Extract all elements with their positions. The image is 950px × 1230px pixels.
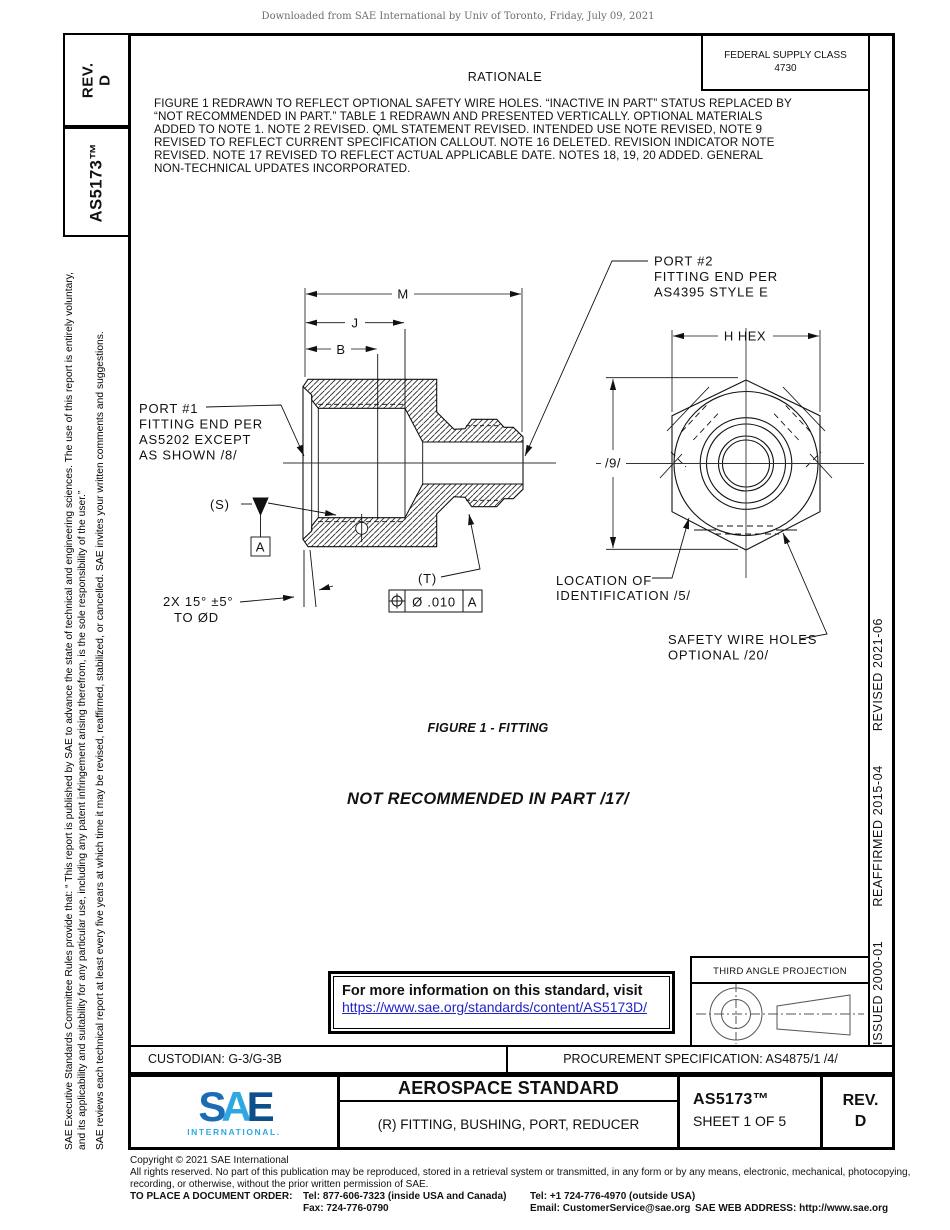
sheet-number: SHEET 1 OF 5 (693, 1113, 787, 1129)
fsc-label: FEDERAL SUPPLY CLASS (724, 50, 847, 61)
standard-link[interactable]: https://www.sae.org/standards/content/AS… (342, 999, 648, 1015)
footer-copyright: Copyright © 2021 SAE International (130, 1155, 289, 1166)
title-block: SAE INTERNATIONAL. AEROSPACE STANDARD (R… (128, 1074, 895, 1150)
procurement-cell: PROCUREMENT SPECIFICATION: AS4875/1 /4/ (563, 1052, 838, 1066)
footer-tel-inside: Tel: 877-606-7323 (inside USA and Canada… (303, 1191, 507, 1202)
revised-date: REVISED 2021-06 (871, 617, 885, 732)
more-info-box: For more information on this standard, v… (328, 971, 675, 1034)
rev-box-text: REV. D (79, 62, 114, 98)
more-info-text: For more information on this standard, v… (342, 983, 643, 999)
footer-rights-1: All rights reserved. No part of this pub… (130, 1167, 911, 1178)
third-angle-projection-icon (696, 984, 864, 1044)
footer-tel-outside: Tel: +1 724-776-4970 (outside USA) (530, 1191, 696, 1202)
rev-cell: REV. D (823, 1077, 898, 1147)
footer-order-label: TO PLACE A DOCUMENT ORDER: (130, 1191, 293, 1202)
footer-fax: Fax: 724-776-0790 (303, 1203, 389, 1214)
rev-box: REV. D (63, 33, 130, 127)
rationale-line: REVISED. NOTE 17 REVISED TO REFLECT ACTU… (154, 149, 764, 163)
plate-rev-value: D (854, 1113, 867, 1130)
rationale-line: FIGURE 1 REDRAWN TO REFLECT OPTIONAL SAF… (154, 97, 792, 110)
document-type-title: AEROSPACE STANDARD (340, 1077, 677, 1102)
rev-label: REV. (79, 62, 97, 98)
right-column-rule (868, 35, 870, 1046)
sae-logo: SAE INTERNATIONAL. (131, 1077, 340, 1147)
third-angle-projection-box: THIRD ANGLE PROJECTION (690, 956, 870, 1047)
status-note: NOT RECOMMENDED IN PART /17/ (347, 790, 629, 808)
custodian-cell: CUSTODIAN: G-3/G-3B (130, 1047, 508, 1072)
rationale-line: ADDED TO NOTE 1. NOTE 2 REVISED. QML STA… (154, 123, 763, 137)
doc-number: AS5173™ (693, 1091, 769, 1108)
footer-web: SAE WEB ADDRESS: http://www.sae.org (695, 1203, 889, 1214)
federal-supply-class-box: FEDERAL SUPPLY CLASS 4730 (701, 33, 870, 91)
doc-number-cell: AS5173™ SHEET 1 OF 5 (680, 1077, 823, 1147)
sidebar-disclaimer: SAE Executive Standards Committee Rules … (64, 262, 128, 1150)
doc-number-box: AS5173™ (63, 127, 130, 237)
doc-number-vertical: AS5173™ (87, 142, 106, 222)
figure-caption: FIGURE 1 - FITTING (427, 721, 549, 735)
issued-date: ISSUED 2000-01 (871, 940, 885, 1045)
reaffirmed-date: REAFFIRMED 2015-04 (871, 765, 885, 907)
sae-logo-subtext: INTERNATIONAL. (187, 1127, 281, 1137)
rev-value: D (96, 74, 114, 86)
custodian-row: CUSTODIAN: G-3/G-3B PROCUREMENT SPECIFIC… (128, 1045, 895, 1074)
rationale-paragraph: FIGURE 1 REDRAWN TO REFLECT OPTIONAL SAF… (154, 97, 874, 176)
fsc-value: 4730 (774, 63, 797, 74)
projection-title: THIRD ANGLE PROJECTION (692, 958, 868, 984)
sae-logo-word: SAE (198, 1083, 274, 1130)
rationale-line: NON-TECHNICAL UPDATES INCORPORATED. (154, 162, 411, 176)
title-cell: AEROSPACE STANDARD (R) FITTING, BUSHING,… (340, 1077, 680, 1147)
revision-dates: ISSUED 2000-01 REAFFIRMED 2015-04 REVISE… (871, 618, 891, 1045)
rationale-line: “NOT RECOMMENDED IN PART.” TABLE 1 REDRA… (154, 110, 763, 124)
plate-rev-label: REV. (842, 1092, 879, 1109)
rationale-line: REVISED TO REFLECT CURRENT SPECIFICATION… (154, 136, 775, 150)
footer-email: Email: CustomerService@sae.org (530, 1203, 691, 1214)
download-banner: Downloaded from SAE International by Uni… (261, 11, 655, 22)
document-subtitle: (R) FITTING, BUSHING, PORT, REDUCER (377, 1117, 640, 1132)
rationale-title: RATIONALE (467, 70, 543, 84)
disclaimer-paragraph-1: SAE Executive Standards Committee Rules … (64, 272, 88, 1150)
disclaimer-paragraph-2: SAE reviews each technical report at lea… (95, 331, 107, 1150)
footer-rights-2: recording, or otherwise, without the pri… (130, 1179, 429, 1190)
